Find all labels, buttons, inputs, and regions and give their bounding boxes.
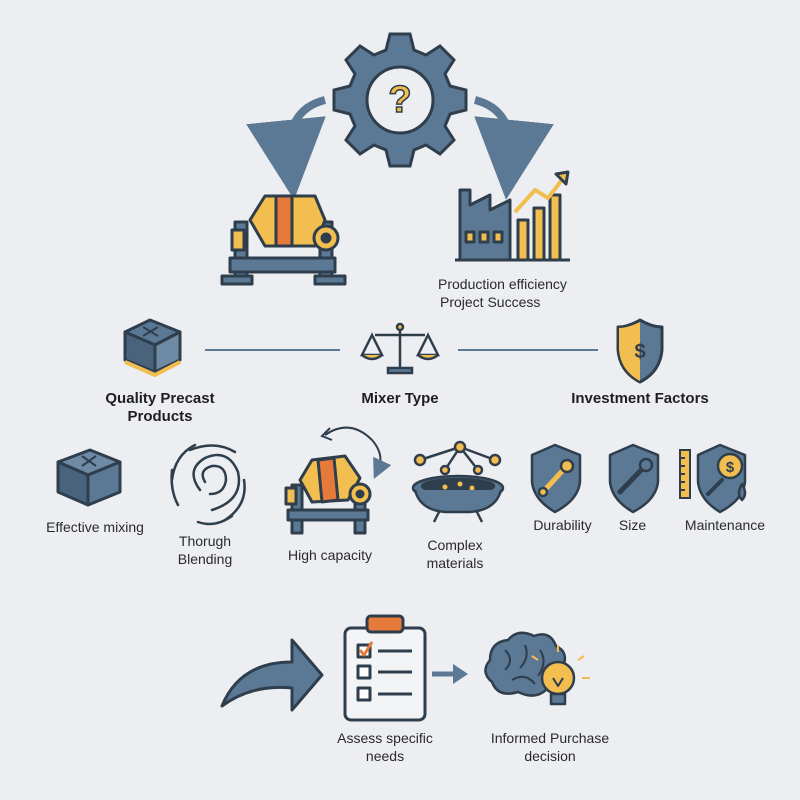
effective-mixing-label: Effective mixing [46, 519, 144, 535]
quality-header: Quality Precast Products [105, 390, 215, 425]
investment-header: Investment Factors [571, 390, 709, 407]
high-capacity-label: High capacity [287, 547, 373, 563]
durability-label: Durability [533, 517, 592, 533]
arrow-right-curve [473, 96, 554, 200]
thorough-blending-label: Thorugh Blending [177, 533, 233, 567]
efficiency-label-1: Production efficiency [438, 276, 567, 292]
big-curved-arrow-icon [220, 638, 324, 712]
materials-bowl-icon [411, 440, 505, 523]
cement-mixer-icon [220, 194, 347, 286]
svg-text:$: $ [726, 459, 735, 476]
arrow-right-small-icon [432, 664, 468, 684]
arrow-left-curve [246, 96, 327, 200]
maintenance-label: Maintenance [684, 517, 766, 533]
size-shield-icon [608, 443, 660, 514]
balance-scale-icon [359, 322, 441, 375]
size-label: Size [618, 517, 647, 533]
shield-dollar-icon: $ [616, 318, 664, 384]
complex-materials-label: Complex materials [426, 537, 484, 571]
clipboard-checklist-icon [343, 614, 427, 722]
assess-needs-label: Assess specific needs [337, 730, 433, 764]
brain-lightbulb-icon [484, 631, 590, 706]
maintenance-dollar-icon: $ [696, 443, 747, 514]
informed-decision-label: Informed Purchase decision [490, 730, 610, 764]
svg-text:?: ? [388, 79, 411, 121]
block-small-icon [56, 448, 122, 507]
rotate-arrow-icon [324, 426, 392, 480]
mixer-header: Mixer Type [361, 390, 439, 407]
gear-question-icon: ? [332, 32, 468, 168]
efficiency-label-2: Project Success [440, 294, 541, 310]
durability-shield-icon [530, 443, 582, 514]
swirl-icon [170, 443, 246, 526]
mixer-small-icon [284, 454, 372, 535]
factory-growth-icon [455, 170, 570, 262]
ruler-icon [679, 449, 691, 499]
precast-block-icon [123, 318, 182, 377]
svg-text:$: $ [634, 341, 645, 363]
